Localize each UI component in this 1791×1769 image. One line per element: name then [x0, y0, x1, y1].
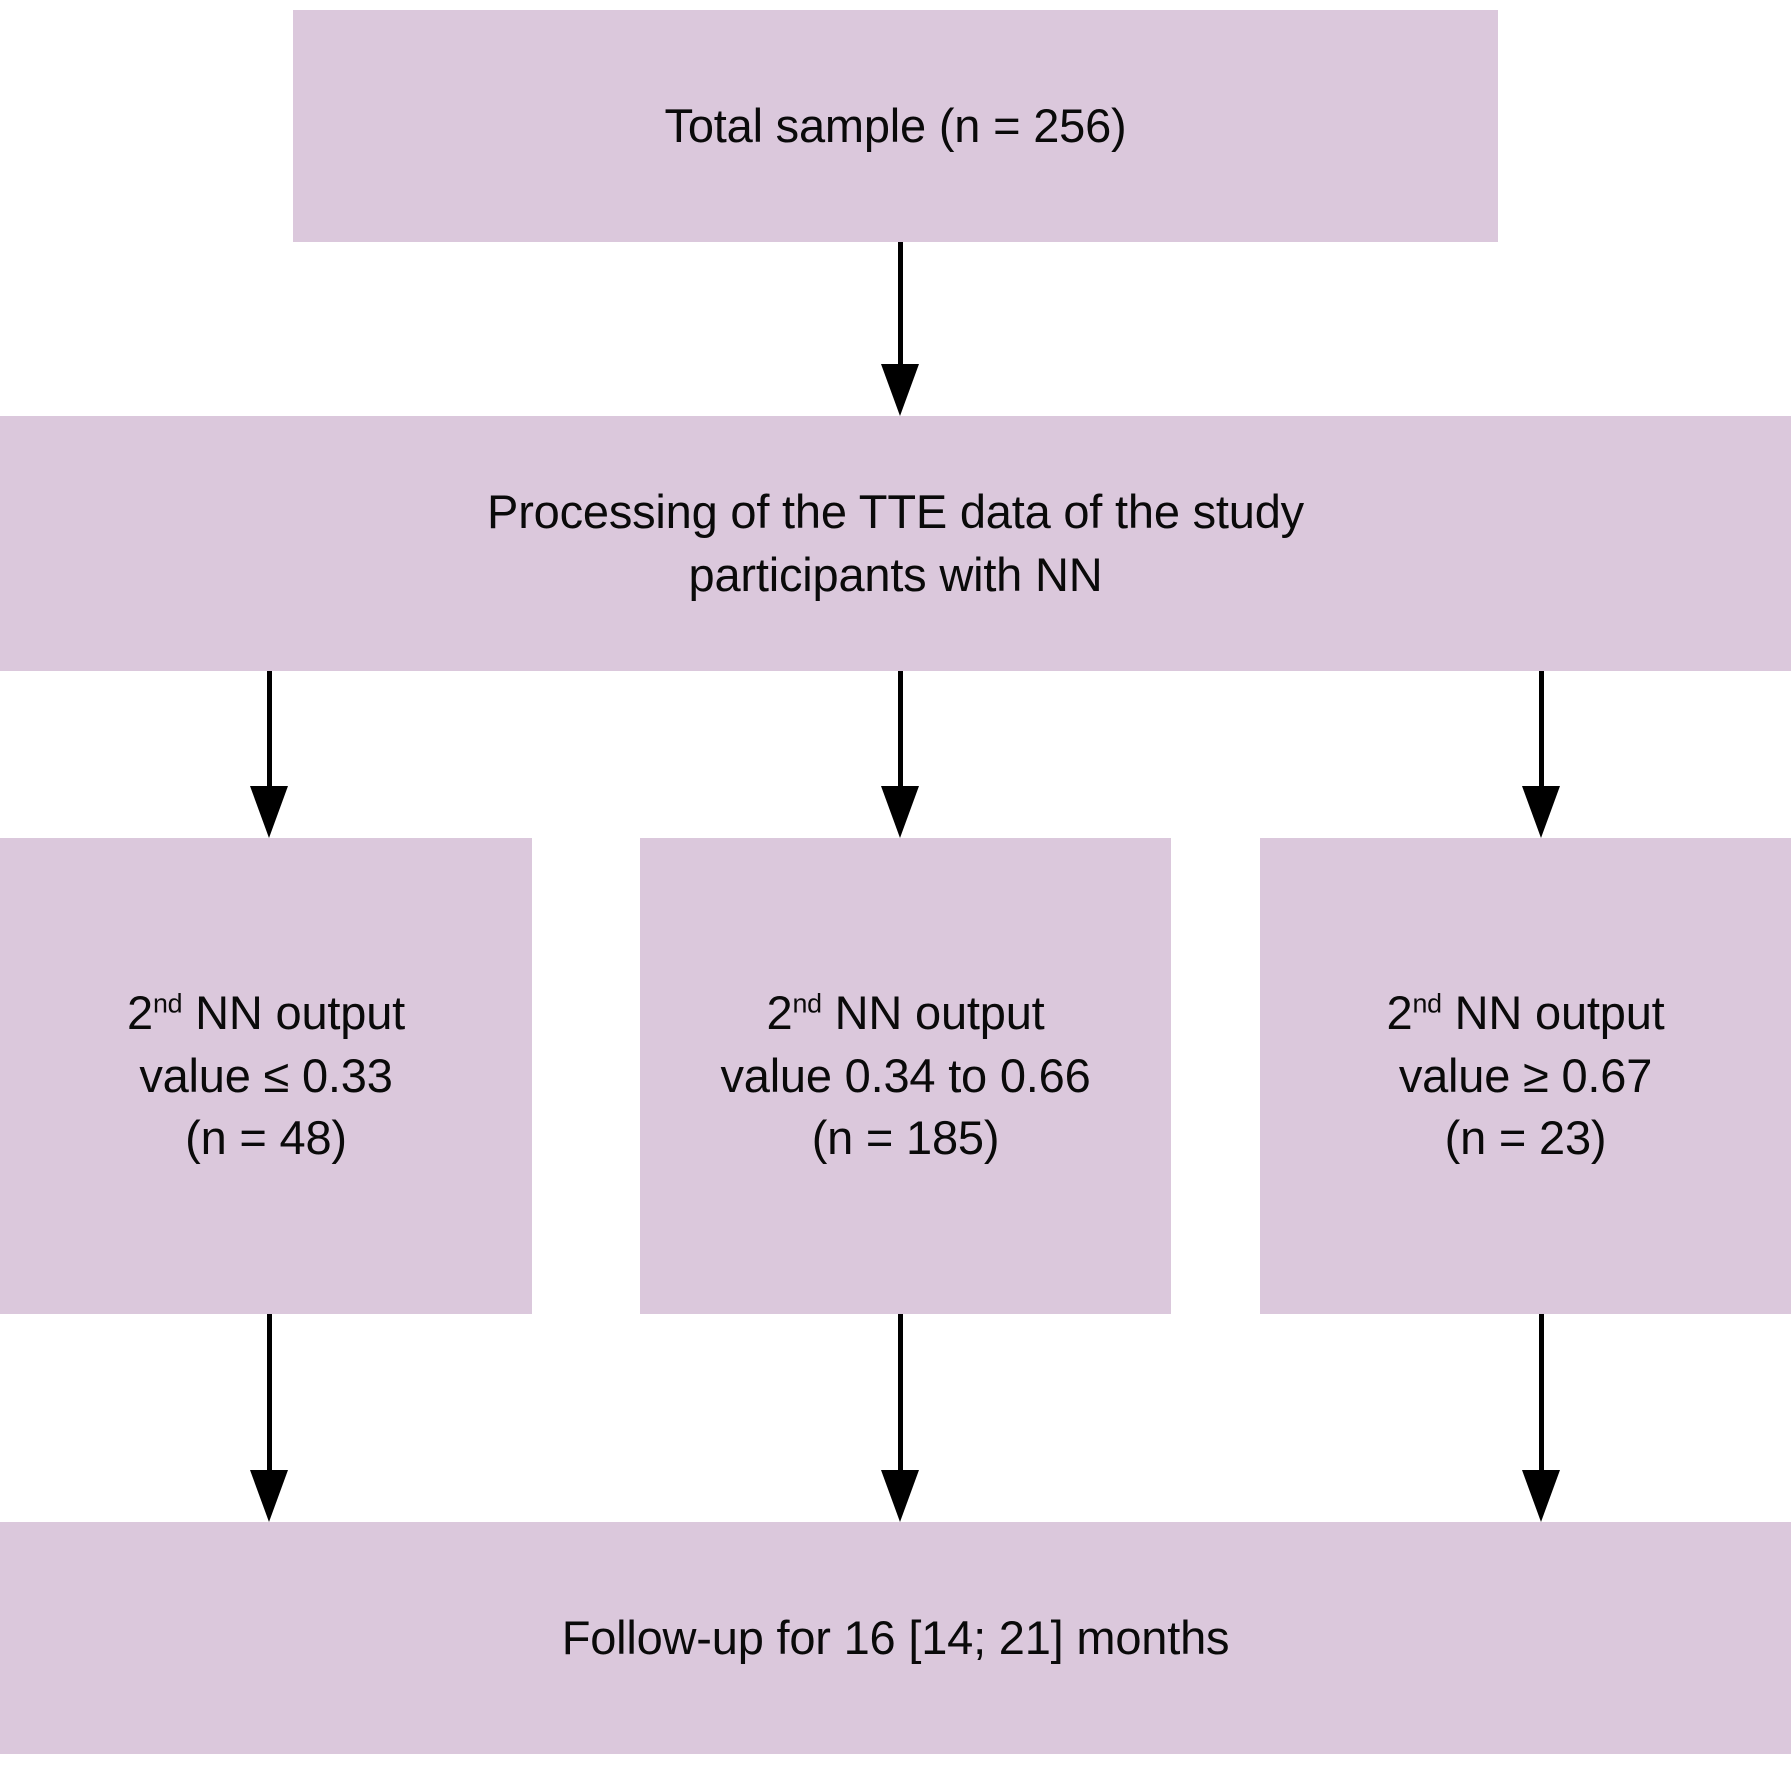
node-group-mid-line1: 2nd NN output [650, 982, 1161, 1045]
node-group-mid-line2: value 0.34 to 0.66 [720, 1048, 1091, 1102]
node-group-mid: 2nd NN output value 0.34 to 0.66 (n = 18… [640, 838, 1171, 1314]
node-group-high-line1-prefix: 2 [1386, 985, 1413, 1039]
node-group-mid-line1-suffix: NN output [821, 985, 1045, 1039]
arrow-shaft [266, 671, 272, 792]
node-group-low-line3: (n = 48) [185, 1111, 347, 1165]
arrow-head-icon [1522, 1470, 1560, 1522]
arrow-head-icon [250, 786, 288, 838]
node-group-low-line1: 2nd NN output [10, 982, 522, 1045]
arrow-shaft [897, 1314, 903, 1476]
node-group-high-text: 2nd NN output value ≥ 0.67 (n = 23) [1270, 982, 1781, 1171]
node-group-low-line1-suffix: NN output [182, 985, 406, 1039]
node-group-low-line2: value ≤ 0.33 [139, 1048, 393, 1102]
arrow-processing-to-group-mid [881, 671, 919, 838]
arrow-group-high-to-followup [1522, 1314, 1560, 1522]
node-group-low: 2nd NN output value ≤ 0.33 (n = 48) [0, 838, 532, 1314]
arrow-head-icon [881, 786, 919, 838]
arrow-shaft [1538, 671, 1544, 792]
arrow-processing-to-group-high [1522, 671, 1560, 838]
arrow-group-low-to-followup [250, 1314, 288, 1522]
node-group-high: 2nd NN output value ≥ 0.67 (n = 23) [1260, 838, 1791, 1314]
arrow-head-icon [250, 1470, 288, 1522]
arrow-processing-to-group-low [250, 671, 288, 838]
node-processing-text: Processing of the TTE data of the study … [10, 481, 1781, 607]
arrow-shaft [266, 1314, 272, 1476]
node-group-high-line1-sup: nd [1412, 987, 1442, 1018]
node-group-low-line1-prefix: 2 [126, 985, 153, 1039]
node-processing-line1: Processing of the TTE data of the study [487, 484, 1304, 538]
arrow-shaft [1538, 1314, 1544, 1476]
node-processing: Processing of the TTE data of the study … [0, 416, 1791, 671]
node-processing-line2: participants with NN [688, 547, 1103, 601]
node-group-low-text: 2nd NN output value ≤ 0.33 (n = 48) [10, 982, 522, 1171]
arrow-head-icon [881, 364, 919, 416]
node-group-mid-line3: (n = 185) [811, 1111, 1000, 1165]
node-group-mid-line1-sup: nd [792, 987, 822, 1018]
arrow-shaft [897, 242, 903, 370]
node-group-high-line2: value ≥ 0.67 [1398, 1048, 1653, 1102]
arrow-group-mid-to-followup [881, 1314, 919, 1522]
node-followup-label: Follow-up for 16 [14; 21] months [561, 1610, 1230, 1664]
arrow-shaft [897, 671, 903, 792]
node-followup: Follow-up for 16 [14; 21] months [0, 1522, 1791, 1754]
node-group-mid-line1-prefix: 2 [766, 985, 793, 1039]
node-group-high-line1: 2nd NN output [1270, 982, 1781, 1045]
arrow-head-icon [1522, 786, 1560, 838]
node-total-sample: Total sample (n = 256) [293, 10, 1498, 242]
node-total-sample-label: Total sample (n = 256) [664, 98, 1127, 152]
arrow-total-to-processing [881, 242, 919, 416]
node-group-mid-text: 2nd NN output value 0.34 to 0.66 (n = 18… [650, 982, 1161, 1171]
node-group-high-line3: (n = 23) [1444, 1111, 1607, 1165]
node-group-low-line1-sup: nd [152, 987, 183, 1018]
node-group-high-line1-suffix: NN output [1441, 985, 1665, 1039]
arrow-head-icon [881, 1470, 919, 1522]
